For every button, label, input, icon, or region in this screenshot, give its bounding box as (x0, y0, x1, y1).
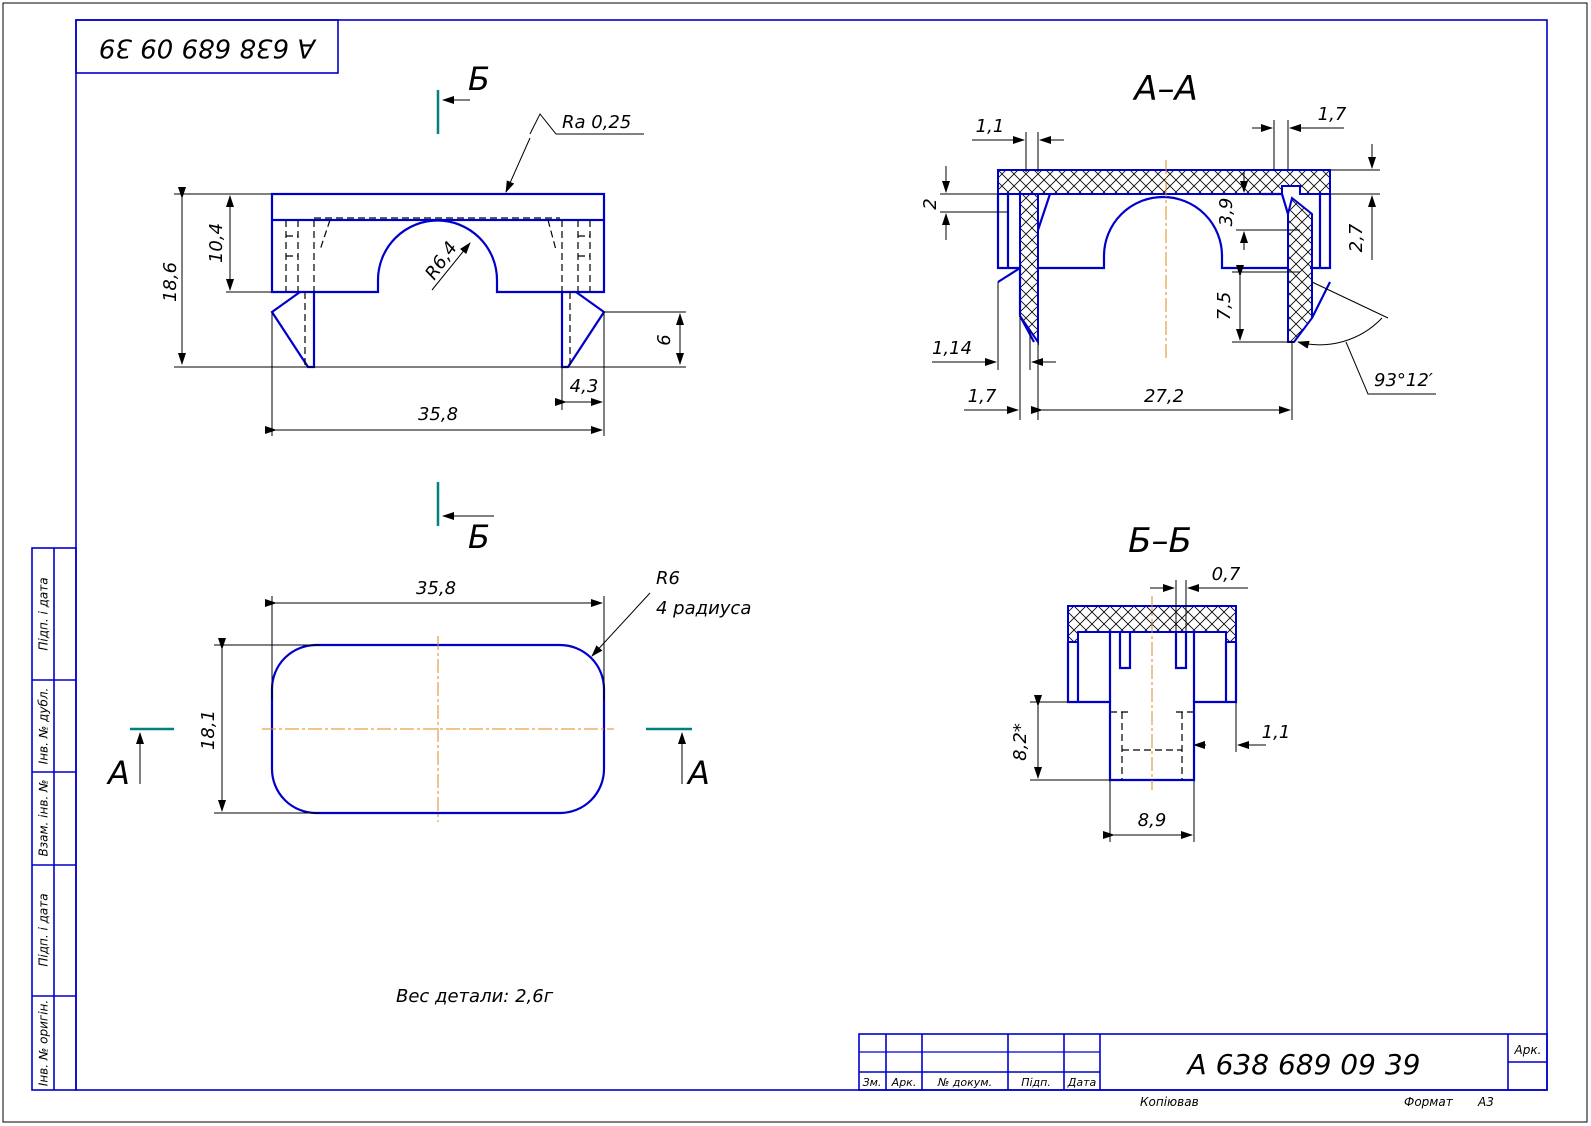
plan-dim-radius: R6 (656, 568, 680, 589)
weight-note: Вес детали: 2,6г (396, 986, 554, 1007)
dim-leg-height: 6 (654, 334, 675, 345)
front-view: Ra 0,25 Б 18,6 10,4 R6,4 6 4,3 35,8 (160, 60, 686, 436)
aa-dim-4: 3,9 (1216, 198, 1237, 227)
plan-view: Б A A 35,8 18,1 R6 4 радиуса (106, 482, 751, 822)
aa-dim-angle: 93°12′ (1374, 370, 1433, 391)
bb-dim-3: 1,1 (1262, 722, 1291, 743)
dim-leg-width: 4,3 (570, 376, 599, 397)
aa-dim-5: 2,7 (1346, 223, 1367, 252)
side-stamp-label: Інв. № оригін. (37, 1000, 51, 1086)
aa-dim-8: 1,7 (968, 386, 997, 407)
footer-format-value: A3 (1477, 1095, 1494, 1109)
aa-dim-2: 1,7 (1318, 104, 1347, 125)
section-mark-a-left: A (106, 754, 130, 792)
section-aa-title: А–А (1132, 69, 1198, 109)
aa-dim-6: 7,5 (1214, 292, 1235, 321)
side-stamp-label: Підп. і дата (37, 893, 51, 966)
section-bb-dimensions: 0,7 8,2* 1,1 8,9 (1010, 564, 1290, 842)
dim-width: 35,8 (418, 404, 458, 425)
title-block-header: № докум. (937, 1076, 992, 1089)
dim-overall-height: 18,6 (160, 262, 181, 302)
cut-label-b-bottom: Б (468, 518, 490, 556)
side-stamp-label: Інв. № дубл. (37, 688, 51, 765)
cut-label-b-top: Б (468, 60, 490, 98)
plan-dim-radius-note: 4 радиуса (656, 598, 751, 619)
title-block-header: Арк. (891, 1076, 917, 1089)
section-mark-a-right: A (686, 754, 710, 792)
bb-dim-1: 0,7 (1212, 564, 1241, 585)
footer-format-label: Формат (1404, 1095, 1454, 1109)
title-block-header: Дата (1067, 1076, 1097, 1089)
code-stamp-text: A 638 689 09 39 (99, 33, 317, 63)
footer-copied: Копіював (1140, 1095, 1199, 1109)
aa-dim-9: 27,2 (1144, 386, 1184, 407)
bb-dim-4: 8,9 (1138, 810, 1167, 831)
section-bb-title: Б–Б (1128, 521, 1192, 561)
section-aa: А–А 1,1 1,7 (920, 69, 1436, 420)
dim-top-height: 10,4 (206, 223, 227, 263)
title-block-header: Зм. (863, 1076, 882, 1089)
aa-dim-1: 1,1 (976, 116, 1005, 137)
side-stamp-label: Підп. і дата (37, 577, 51, 650)
title-block: Зм. Арк. № докум. Підп. Дата A 638 689 0… (858, 1033, 1548, 1091)
side-stamp: Підп. і дата Інв. № дубл. Взам. інв. № П… (31, 547, 77, 1091)
section-bb: Б–Б 0,7 8,2* 1,1 8,9 (1010, 521, 1290, 842)
title-block-code: A 638 689 09 39 (1186, 1048, 1421, 1081)
plan-view-dimensions: 35,8 18,1 R6 4 радиуса (198, 568, 751, 814)
side-stamp-label: Взам. інв. № (37, 779, 51, 856)
plan-dim-height: 18,1 (198, 710, 219, 750)
code-stamp: A 638 689 09 39 (75, 19, 339, 74)
title-block-header: Підп. (1021, 1076, 1051, 1089)
section-aa-dimensions: 1,1 1,7 2 3,9 2,7 7,5 (920, 104, 1436, 420)
sheet-label: Арк. (1514, 1043, 1542, 1057)
roughness-label: Ra 0,25 (562, 112, 631, 133)
plan-dim-width: 35,8 (416, 578, 456, 599)
aa-dim-7: 1,14 (932, 338, 972, 359)
front-view-dimensions: 18,6 10,4 R6,4 6 4,3 35,8 (160, 187, 686, 436)
bb-dim-2: 8,2* (1010, 723, 1031, 761)
aa-dim-3: 2 (920, 198, 941, 209)
